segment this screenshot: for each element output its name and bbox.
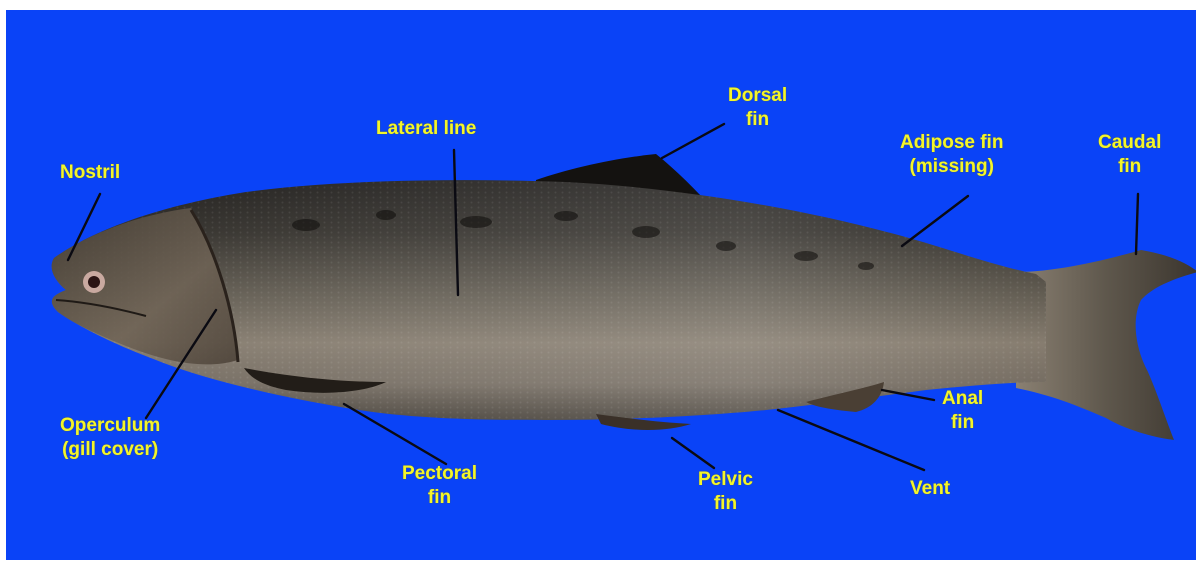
diagram-canvas — [6, 10, 1196, 560]
label-pectoral-fin: Pectoral fin — [402, 462, 477, 510]
fish-pupil — [88, 276, 100, 288]
salmon-anatomy-figure: Nostril Lateral line Dorsal fin Adipose … — [6, 10, 1196, 560]
label-nostril: Nostril — [60, 161, 120, 185]
label-adipose-fin: Adipose fin (missing) — [900, 131, 1003, 179]
label-vent: Vent — [910, 477, 950, 501]
label-pelvic-fin: Pelvic fin — [698, 468, 753, 516]
label-operculum: Operculum (gill cover) — [60, 414, 160, 462]
label-caudal-fin: Caudal fin — [1098, 131, 1161, 179]
label-lateral-line: Lateral line — [376, 117, 476, 141]
label-anal-fin: Anal fin — [942, 387, 983, 435]
label-dorsal-fin: Dorsal fin — [728, 84, 787, 132]
